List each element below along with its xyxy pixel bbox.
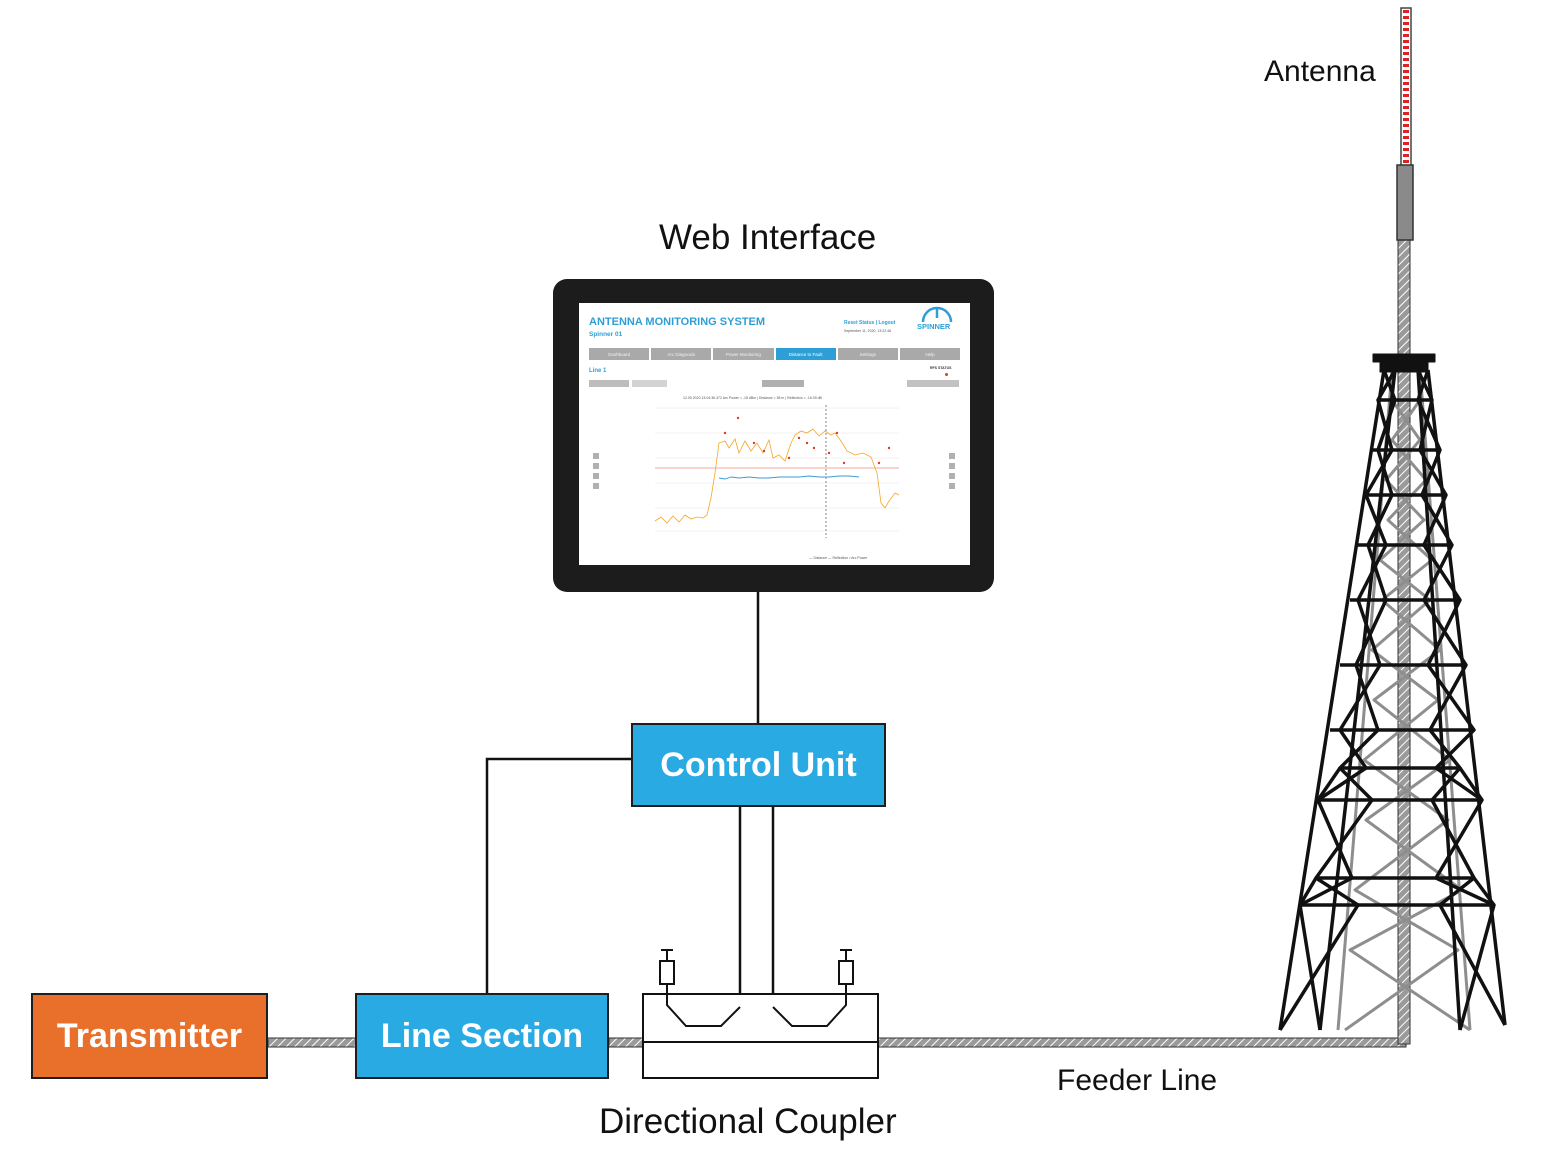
web-interface-screen: ANTENNA MONITORING SYSTEM Spinner 01 Res… xyxy=(579,303,970,565)
screen-title: ANTENNA MONITORING SYSTEM xyxy=(589,316,766,328)
rfs-status-label: RFS STATUS xyxy=(930,366,952,370)
screen-subtitle: Spinner 01 xyxy=(589,331,623,338)
nav-help[interactable]: Help xyxy=(899,348,961,360)
screen-top-links[interactable]: Reset Status | Logout xyxy=(844,320,896,326)
directional-coupler-label: Directional Coupler xyxy=(599,1102,897,1141)
nav-distance-to-fault[interactable]: Distance to Fault xyxy=(775,348,836,360)
antenna-mast xyxy=(1396,7,1414,241)
rfs-status-dot xyxy=(945,373,948,376)
spinner-logo-icon xyxy=(921,306,953,323)
nav-arc-diagnosis[interactable]: Arc Diagnosis xyxy=(651,348,712,360)
transmitter-box: Transmitter xyxy=(31,993,268,1079)
directional-coupler-icon xyxy=(642,949,879,1079)
antenna-label: Antenna xyxy=(1264,55,1376,88)
arc-power-dots xyxy=(723,416,891,465)
feeder-line xyxy=(267,237,1411,1048)
transmitter-label: Transmitter xyxy=(56,1016,243,1055)
screen-select-2[interactable] xyxy=(632,380,667,387)
control-unit-box: Control Unit xyxy=(631,723,886,807)
nav-power-monitoring[interactable]: Power Monitoring xyxy=(713,348,774,360)
screen-playback-controls[interactable] xyxy=(762,380,804,387)
line-section-box: Line Section xyxy=(355,993,609,1079)
screen-line-title: Line 1 xyxy=(589,368,607,374)
line-section-label: Line Section xyxy=(380,1016,584,1055)
connection-lines xyxy=(485,592,775,1010)
reflection-trace xyxy=(654,428,900,524)
screen-chart xyxy=(593,405,955,538)
control-unit-label: Control Unit xyxy=(660,745,857,784)
spinner-logo-text: SPINNER xyxy=(917,322,951,331)
tower-icon xyxy=(1278,353,1507,1032)
distance-trace xyxy=(718,475,860,480)
screen-toolbar[interactable] xyxy=(907,380,959,387)
feeder-line-label: Feeder Line xyxy=(1057,1064,1218,1097)
web-interface-label: Web Interface xyxy=(659,218,877,257)
screen-navbar: Dashboard Arc Diagnosis Power Monitoring… xyxy=(589,348,961,360)
screen-chart-legend: — Distance — Reflection • Arc Power xyxy=(809,556,868,560)
screen-select-1[interactable] xyxy=(589,380,629,387)
nav-dashboard[interactable]: Dashboard xyxy=(589,348,650,360)
nav-settings[interactable]: Settings xyxy=(837,348,898,360)
screen-info-line: 12.09.2020 13:04:36.372 Arc Power = -18 … xyxy=(683,396,822,400)
screen-date: September 11, 2020, 13:22:46 xyxy=(844,329,892,333)
